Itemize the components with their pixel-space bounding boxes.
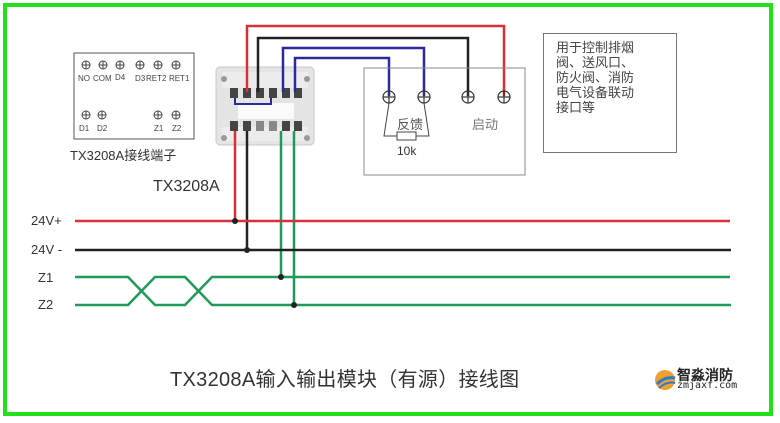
bus-label-24v-minus: 24V - bbox=[31, 242, 63, 257]
terminal-label-no: NO bbox=[78, 74, 90, 83]
logo-icon bbox=[655, 370, 676, 390]
bus-label-z1: Z1 bbox=[38, 270, 54, 285]
terminal-label-z1: Z1 bbox=[154, 124, 164, 133]
blue-feedback-wire-2 bbox=[293, 56, 391, 96]
device-box bbox=[363, 67, 526, 176]
watermark-url: zmjaxf.com bbox=[677, 380, 738, 391]
terminal-label-d4: D4 bbox=[115, 73, 126, 82]
terminal-screws-top bbox=[81, 60, 181, 70]
terminal-label-d2: D2 bbox=[97, 124, 108, 133]
bus-label-z2: Z2 bbox=[38, 297, 54, 312]
module-label: TX3208A bbox=[153, 178, 220, 195]
note-line: 接口等 bbox=[556, 101, 596, 116]
terminal-block-box bbox=[73, 52, 195, 140]
device-terminals bbox=[382, 90, 511, 104]
note-line: 用于控制排烟 bbox=[556, 41, 635, 56]
bus-z2 bbox=[75, 275, 731, 307]
blue-feedback-wire-1 bbox=[281, 46, 426, 96]
feedback-label: 反馈 bbox=[397, 117, 424, 132]
red-start-wire bbox=[245, 24, 506, 96]
watermark-logo: 智淼消防 zmjaxf.com bbox=[655, 366, 760, 392]
bus-z1 bbox=[75, 275, 730, 307]
watermark-name: 智淼消防 bbox=[677, 368, 733, 384]
black-start-wire bbox=[256, 36, 470, 96]
bus-label-24v-plus: 24V+ bbox=[31, 213, 62, 228]
terminal-label-ret1: RET1 bbox=[169, 74, 190, 83]
terminal-screws-bottom bbox=[81, 110, 181, 120]
note-line: 防火阀、消防 bbox=[556, 71, 635, 86]
resistor-label: 10k bbox=[397, 144, 417, 158]
note-line: 电气设备联动 bbox=[556, 86, 635, 101]
diagram-title: TX3208A输入输出模块（有源）接线图 bbox=[170, 369, 520, 391]
module-body bbox=[215, 66, 315, 146]
green-frame bbox=[3, 3, 773, 416]
terminal-label-d1: D1 bbox=[79, 124, 90, 133]
resistor-10k bbox=[383, 102, 430, 141]
terminal-block-caption: TX3208A接线端子 bbox=[70, 148, 177, 163]
start-label: 启动 bbox=[472, 117, 499, 132]
terminal-label-ret2: RET2 bbox=[146, 74, 167, 83]
terminal-label-z2: Z2 bbox=[172, 124, 182, 133]
note-line: 阀、送风口、 bbox=[556, 56, 635, 71]
terminal-label-com: COM bbox=[93, 74, 112, 83]
terminal-label-d3: D3 bbox=[135, 74, 146, 83]
usage-note-box: 用于控制排烟 阀、送风口、 防火阀、消防 电气设备联动 接口等 bbox=[543, 33, 677, 153]
